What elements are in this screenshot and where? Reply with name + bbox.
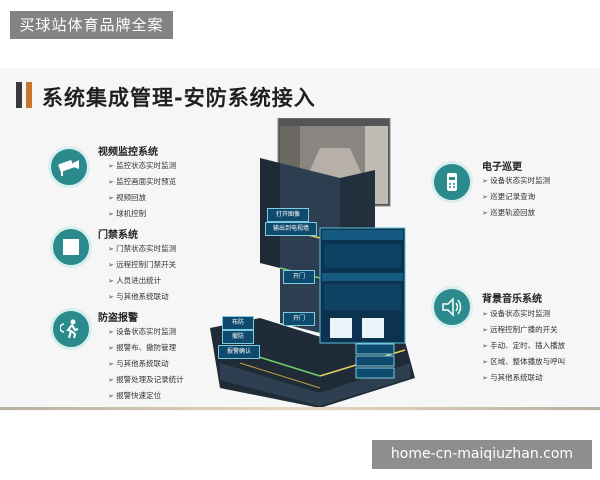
open-door-button[interactable]: 开门 <box>283 270 315 284</box>
building-3d-graphic <box>210 118 415 408</box>
slide-bottom-divider <box>0 407 600 410</box>
list-item: 报警布、撤防管理 <box>108 340 184 356</box>
patrol-title: 电子巡更 <box>482 162 522 173</box>
access-feature-list: 门禁状态实时监测 远程控制门禁开关 人员进出统计 与其他系统联动 <box>108 241 176 305</box>
door-icon <box>50 226 92 268</box>
arm-button[interactable]: 布防 <box>222 316 254 330</box>
alarm-title: 防盗报警 <box>98 313 138 324</box>
disarm-button[interactable]: 撤防 <box>222 330 254 344</box>
open-door-button-2[interactable]: 开门 <box>283 312 315 326</box>
list-item: 与其他系统联动 <box>482 370 565 386</box>
music-title: 背景音乐系统 <box>482 294 542 305</box>
runner-icon <box>50 308 92 350</box>
list-item: 报警快速定位 <box>108 388 184 404</box>
bottom-watermark: home-cn-maiqiuzhan.com <box>372 440 592 469</box>
music-feature-list: 设备状态实时监测 远程控制广播的开关 手动、定时、插入播放 区域、整体播放与呼叫… <box>482 306 565 386</box>
patrol-device-icon <box>431 161 473 203</box>
title-accent-bar-orange <box>26 82 32 108</box>
top-watermark: 买球站体育品牌全案 <box>10 11 173 39</box>
video-feature-list: 监控状态实时监测 监控画面实时预览 视频回放 球机控制 <box>108 158 176 222</box>
list-item: 球机控制 <box>108 206 176 222</box>
list-item: 设备状态实时监测 <box>108 324 184 340</box>
speaker-icon <box>431 286 473 328</box>
list-item: 与其他系统联动 <box>108 289 176 305</box>
slide: 系统集成管理-安防系统接入 视频监控系统 监控状态实时监测 监控画面实时预览 视… <box>0 68 600 411</box>
slide-title: 系统集成管理-安防系统接入 <box>42 86 316 110</box>
list-item: 手动、定时、插入播放 <box>482 338 565 354</box>
list-item: 监控画面实时预览 <box>108 174 176 190</box>
list-item: 门禁状态实时监测 <box>108 241 176 257</box>
list-item: 巡更记录查询 <box>482 189 550 205</box>
camera-icon <box>48 146 90 188</box>
access-title: 门禁系统 <box>98 230 138 241</box>
list-item: 监控状态实时监测 <box>108 158 176 174</box>
list-item: 报警处理及记录统计 <box>108 372 184 388</box>
open-image-button[interactable]: 打开图像 <box>267 208 309 222</box>
list-item: 巡更轨迹回放 <box>482 205 550 221</box>
list-item: 远程控制广播的开关 <box>482 322 565 338</box>
output-wall-button[interactable]: 输出到电视墙 <box>265 222 317 236</box>
list-item: 设备状态实时监测 <box>482 173 550 189</box>
list-item: 远程控制门禁开关 <box>108 257 176 273</box>
list-item: 视频回放 <box>108 190 176 206</box>
list-item: 人员进出统计 <box>108 273 176 289</box>
list-item: 与其他系统联动 <box>108 356 184 372</box>
list-item: 设备状态实时监测 <box>482 306 565 322</box>
video-title: 视频监控系统 <box>98 147 158 158</box>
title-accent-bar <box>16 82 22 108</box>
list-item: 区域、整体播放与呼叫 <box>482 354 565 370</box>
patrol-feature-list: 设备状态实时监测 巡更记录查询 巡更轨迹回放 <box>482 173 550 221</box>
alarm-feature-list: 设备状态实时监测 报警布、撤防管理 与其他系统联动 报警处理及记录统计 报警快速… <box>108 324 184 404</box>
alarm-confirm-button[interactable]: 报警确认 <box>218 345 260 359</box>
